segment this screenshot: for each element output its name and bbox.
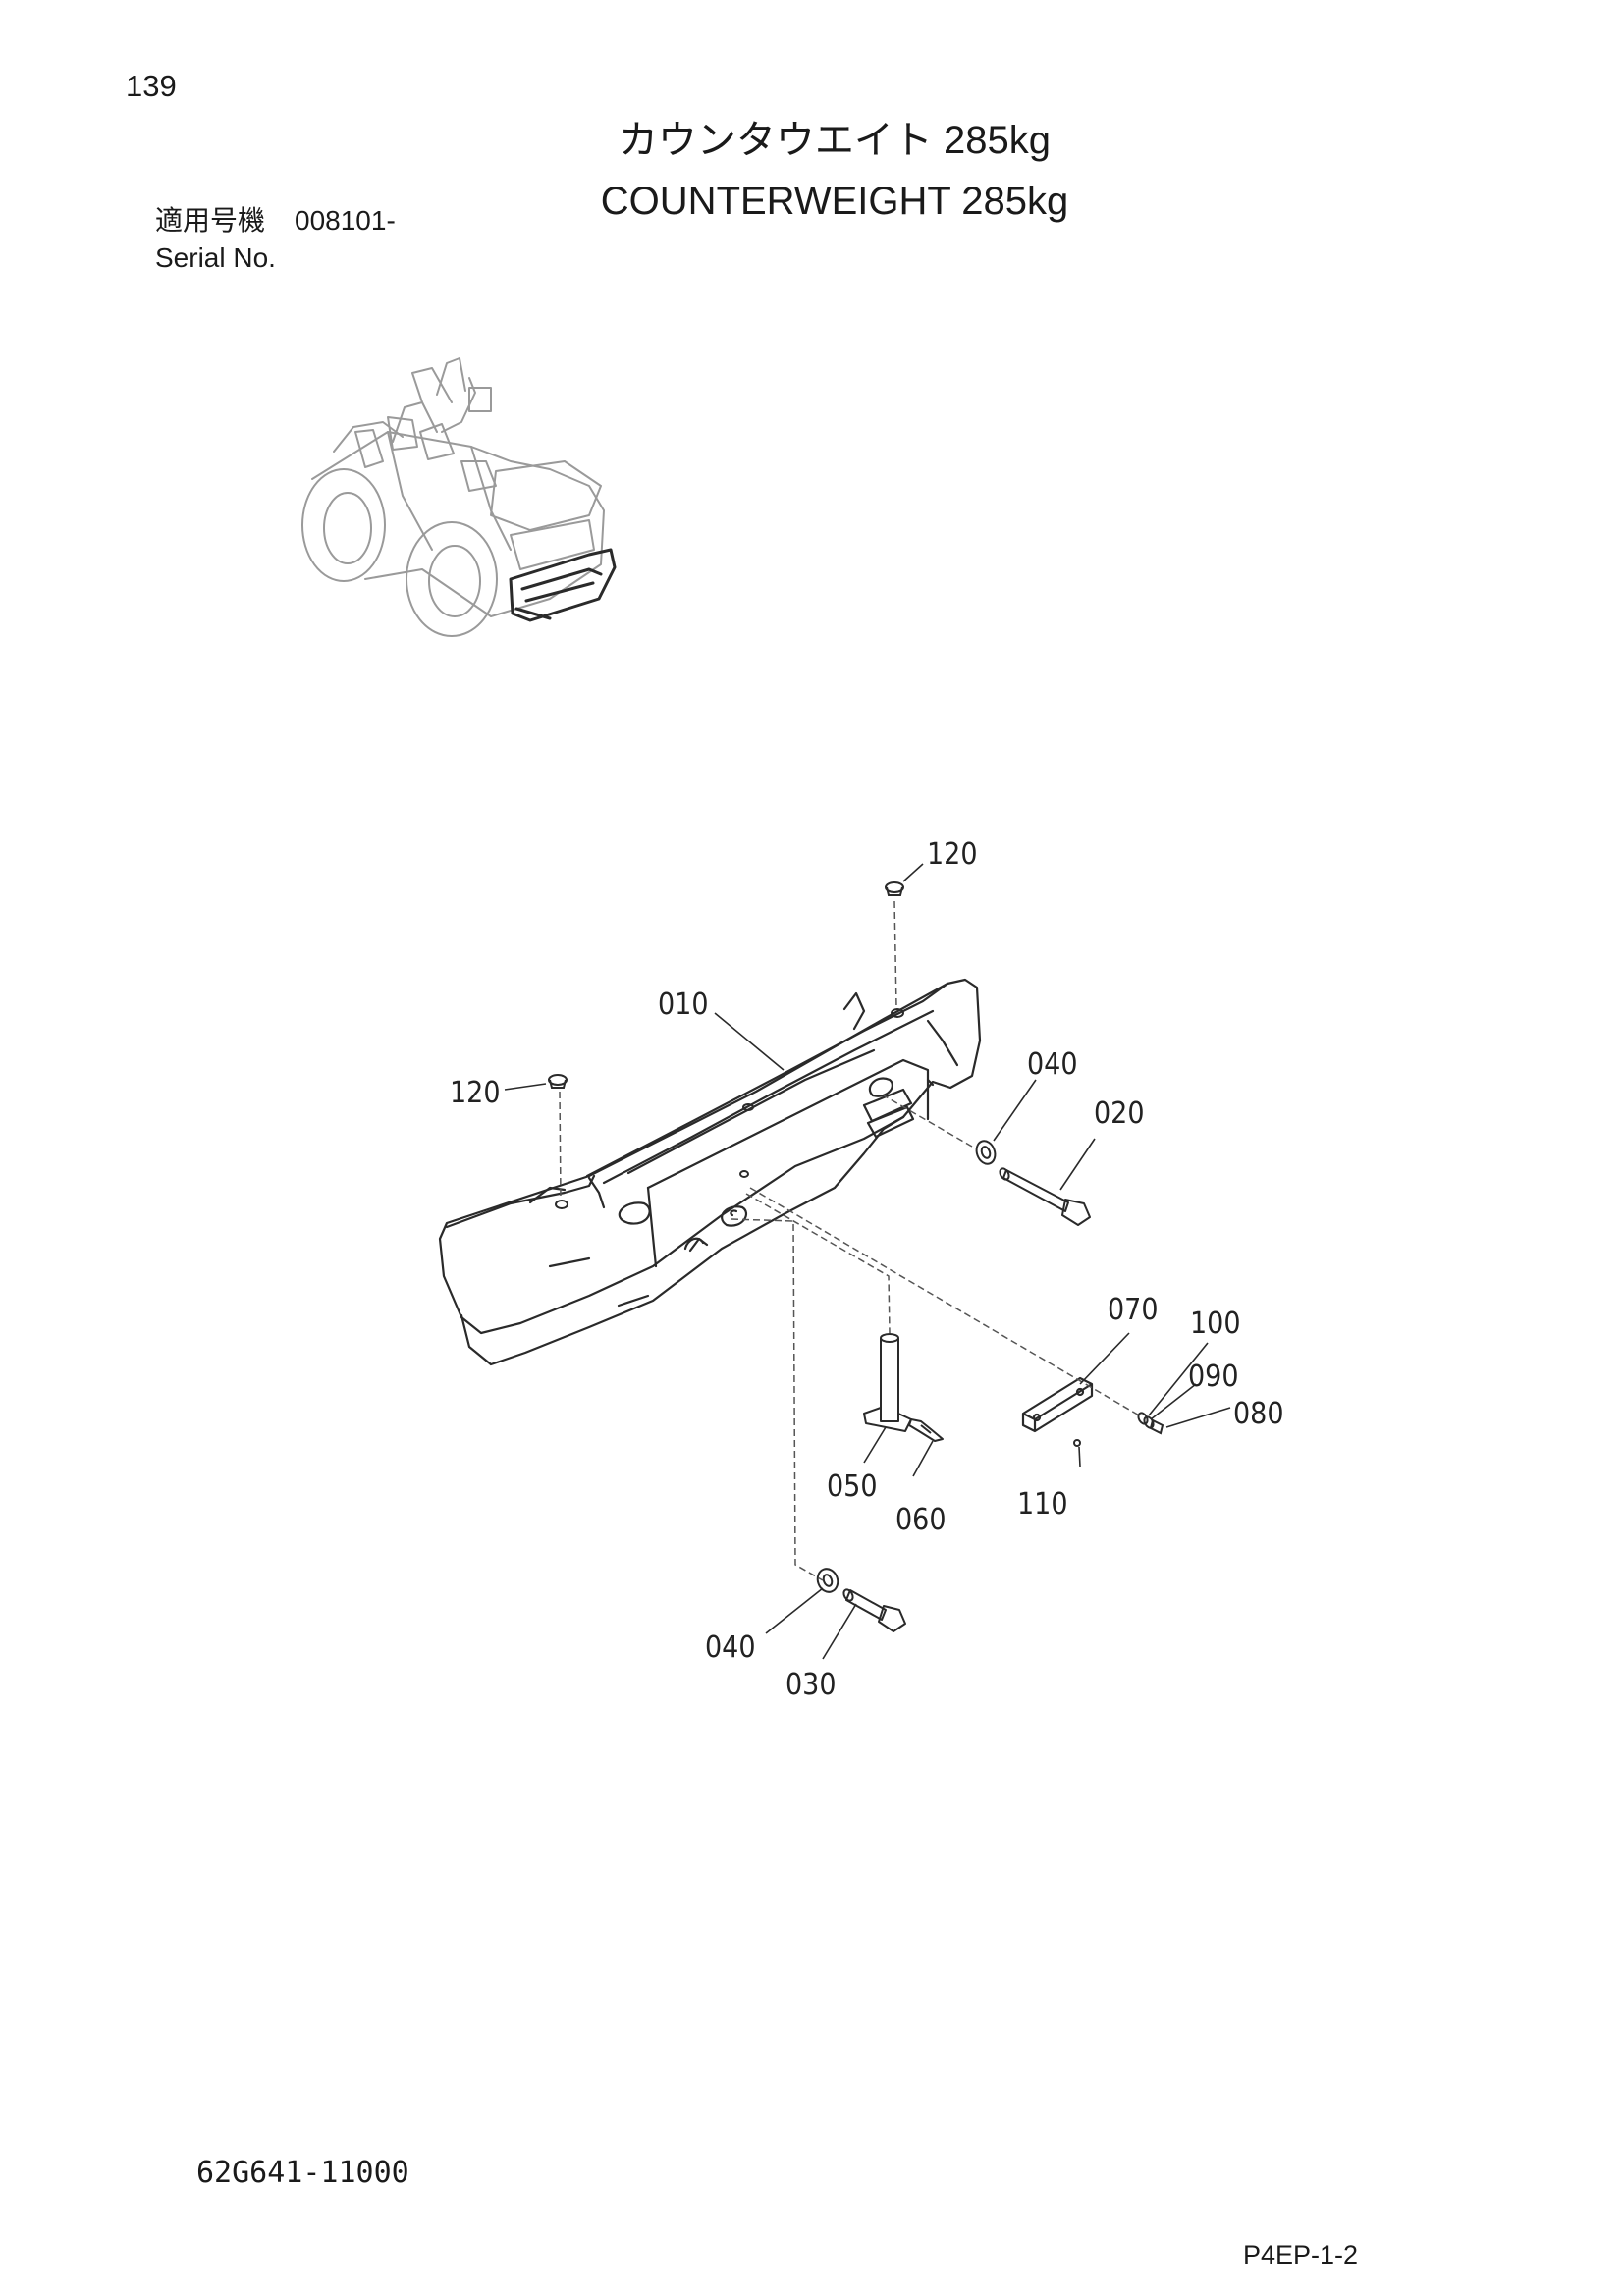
page-title: カウンタウエイト 285kg COUNTERWEIGHT 285kg [530,110,1139,232]
serial-label-english: Serial No. [155,242,276,273]
bolt-030 [842,1588,906,1632]
callout-120-right: 120 [927,837,978,872]
callout-040-lower: 040 [705,1630,756,1665]
callout-030: 030 [785,1668,837,1702]
top-mounting-holes [555,1008,904,1209]
bolt-020 [999,1167,1091,1226]
pin-050 [863,1333,912,1432]
serial-label-japanese: 適用号機 [155,205,266,236]
drawing-number: 62G641-11000 [196,2156,409,2190]
assembly-lines [559,900,1142,1581]
callout-050: 050 [827,1469,878,1504]
screw-110 [1073,1439,1081,1447]
callout-040-upper: 040 [1027,1047,1078,1082]
cap-120-left [548,1074,568,1089]
title-japanese: カウンタウエイト 285kg [618,119,1052,162]
serial-code: 008101- [295,205,396,236]
fastener-080-090-100 [1137,1412,1164,1435]
washer-040-upper [975,1140,997,1165]
callout-020: 020 [1094,1096,1145,1131]
locator-counterweight-highlight [509,548,617,622]
callout-110: 110 [1017,1487,1068,1522]
callout-010: 010 [658,988,709,1022]
cap-120-right [885,881,904,896]
washer-040-lower [816,1568,839,1593]
callout-120-left: 120 [450,1076,501,1110]
machine-locator-illustration [301,357,605,637]
callout-070: 070 [1108,1293,1159,1327]
clip-060 [908,1418,944,1442]
serial-number-block: 適用号機 008101- Serial No. [155,202,396,277]
leader-lines [504,863,1231,1660]
callout-100: 100 [1190,1307,1241,1341]
plate-070 [1021,1376,1094,1433]
callout-090: 090 [1188,1360,1239,1394]
counterweight-body [438,978,982,1366]
callout-060: 060 [895,1503,947,1537]
title-english: COUNTERWEIGHT 285kg [600,180,1069,223]
sheet-reference: P4EP-1-2 [1243,2240,1359,2269]
callout-080: 080 [1233,1397,1284,1431]
page-number: 139 [126,69,177,103]
